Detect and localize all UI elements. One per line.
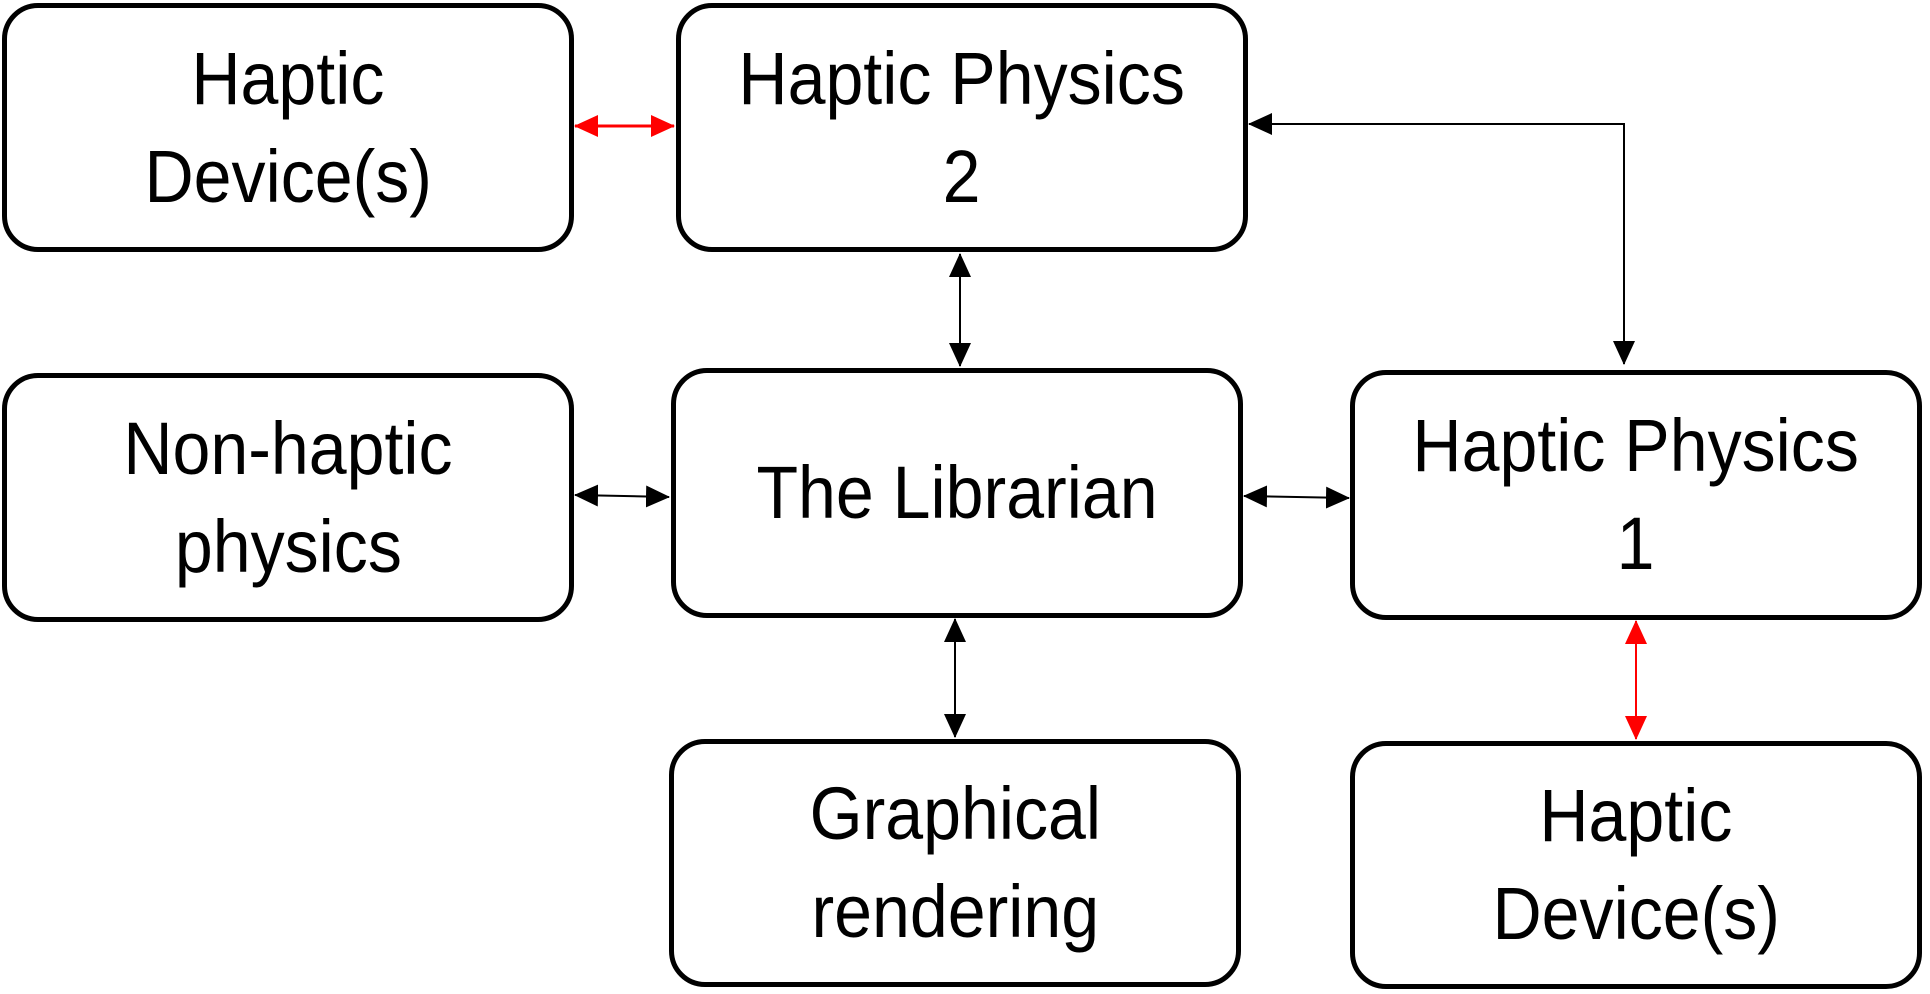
node-label-line: Non-haptic [123,406,453,490]
edge-haptic-physics-1-to-haptic-physics-2 [1248,113,1635,365]
node-librarian: The Librarian [671,368,1243,618]
node-label-line: rendering [811,870,1099,953]
edge-non-haptic-to-librarian [574,484,670,508]
node-label-line: 1 [1617,502,1655,585]
node-label-line: The Librarian [756,451,1158,534]
node-label-line: Haptic Physics [1412,404,1860,487]
node-label-line: Device(s) [1492,872,1780,955]
node-label-line: Haptic [191,36,385,120]
node-haptic-physics-2: Haptic Physics 2 [676,3,1248,252]
node-label-line: 2 [943,134,981,218]
node-label-line: physics [174,504,402,588]
node-haptic-device-top: Haptic Device(s) [2,3,574,252]
node-graphical-rendering: Graphical rendering [669,739,1241,987]
edge-librarian-to-haptic-physics-1 [1243,485,1350,509]
node-haptic-physics-1: Haptic Physics 1 [1350,370,1922,620]
node-label-line: Haptic [1539,774,1733,857]
node-label-line: Graphical [809,772,1101,855]
node-haptic-device-bottom: Haptic Device(s) [1350,741,1922,989]
node-label-line: Device(s) [144,134,432,218]
node-non-haptic-physics: Non-haptic physics [2,373,574,622]
node-label-line: Haptic Physics [738,36,1186,120]
